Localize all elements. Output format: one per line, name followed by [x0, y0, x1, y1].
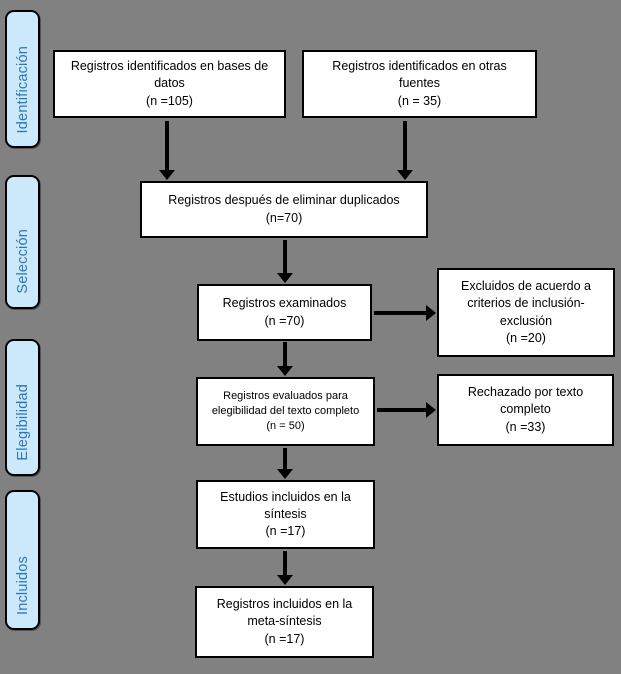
arrow-shaft — [403, 121, 407, 170]
arrow-synthesis-to-metasynthesis — [277, 551, 293, 585]
arrow-screened-to-fulltext — [277, 342, 293, 376]
box-fulltext-assessed: Registros evaluados para elegibilidad de… — [196, 377, 375, 446]
arrow-databases-to-dedup — [159, 121, 175, 180]
arrow-head-down-icon — [159, 170, 175, 180]
stage-seleccion: Selección — [5, 175, 40, 309]
box-included-metasynthesis: Registros incluidos en la meta-síntesis … — [195, 586, 374, 658]
box-included-synthesis: Estudios incluidos en la síntesis (n =17… — [196, 480, 375, 549]
arrow-head-down-icon — [277, 366, 293, 376]
stage-elegibilidad-label: Elegibilidad — [14, 384, 31, 461]
arrow-shaft — [283, 448, 287, 469]
arrow-head-right-icon — [426, 305, 436, 321]
arrow-fulltext-to-synthesis — [277, 448, 293, 479]
arrow-head-down-icon — [397, 170, 413, 180]
arrow-othersources-to-dedup — [397, 121, 413, 180]
arrow-dedup-to-screened — [277, 240, 293, 283]
arrow-shaft — [165, 121, 169, 170]
stage-seleccion-label: Selección — [14, 229, 31, 294]
arrow-head-down-icon — [277, 469, 293, 479]
box-fulltext-rejected: Rechazado por texto completo (n =33) — [437, 374, 614, 446]
arrow-shaft — [377, 408, 426, 412]
arrow-head-down-icon — [277, 273, 293, 283]
arrow-head-down-icon — [277, 575, 293, 585]
arrow-head-right-icon — [426, 402, 436, 418]
stage-incluidos-label: Incluidos — [14, 555, 31, 615]
box-after-duplicates-removed: Registros después de eliminar duplicados… — [140, 181, 428, 238]
stage-incluidos: Incluidos — [5, 490, 40, 630]
box-records-screened: Registros examinados (n =70) — [197, 284, 372, 341]
arrow-fulltext-to-rejected — [377, 402, 436, 418]
arrow-shaft — [283, 240, 287, 273]
arrow-screened-to-excluded — [374, 305, 436, 321]
stage-identificacion-label: Identificación — [14, 45, 31, 133]
stage-identificacion: Identificación — [5, 10, 40, 148]
box-excluded-by-criteria: Excluidos de acuerdo a criterios de incl… — [437, 268, 615, 357]
stage-elegibilidad: Elegibilidad — [5, 339, 40, 476]
box-identified-other-sources: Registros identificados en otras fuentes… — [302, 50, 537, 118]
arrow-shaft — [283, 551, 287, 575]
arrow-shaft — [283, 342, 287, 366]
arrow-shaft — [374, 311, 426, 315]
box-identified-databases: Registros identificados en bases de dato… — [53, 50, 286, 118]
